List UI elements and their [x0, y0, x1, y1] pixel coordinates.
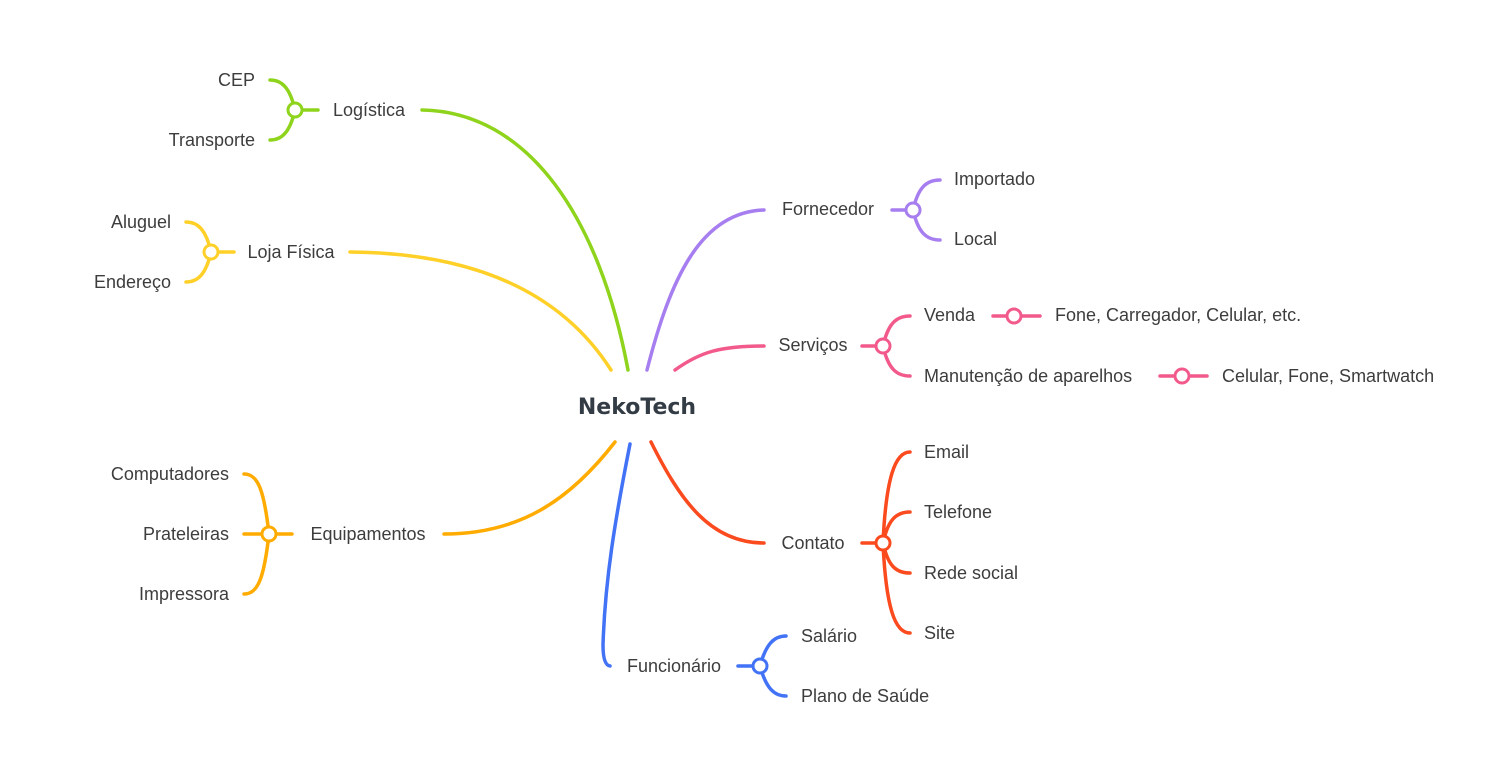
servicos-knot[interactable] [874, 337, 892, 355]
contato-knot[interactable] [874, 534, 892, 552]
branch-funcionario: Funcionário Salário Plano de Saúde [627, 626, 929, 706]
root-topic[interactable]: NekoTech [578, 395, 696, 420]
topic-aluguel[interactable]: Aluguel [111, 212, 171, 232]
topic-loja-fisica[interactable]: Loja Física [247, 242, 335, 262]
topic-site[interactable]: Site [924, 623, 955, 643]
topic-cep[interactable]: CEP [218, 70, 255, 90]
connector-funcionario [601, 442, 632, 668]
topic-endereco[interactable]: Endereço [94, 272, 171, 292]
branch-loja-fisica: Loja Física Aluguel Endereço [94, 212, 336, 292]
topic-funcionario[interactable]: Funcionário [627, 656, 721, 676]
connector-equipamentos [442, 440, 617, 536]
connector-loja-fisica [348, 250, 613, 372]
topic-transporte[interactable]: Transporte [169, 130, 255, 150]
venda-knot[interactable] [1005, 307, 1023, 325]
topic-plano-de-saude[interactable]: Plano de Saúde [801, 686, 929, 706]
topic-manutencao[interactable]: Manutenção de aparelhos [924, 366, 1132, 386]
loja-knot[interactable] [202, 243, 220, 261]
topic-importado[interactable]: Importado [954, 169, 1035, 189]
topic-rede-social[interactable]: Rede social [924, 563, 1018, 583]
topic-venda[interactable]: Venda [924, 305, 976, 325]
manutencao-knot[interactable] [1173, 367, 1191, 385]
topic-fornecedor[interactable]: Fornecedor [782, 199, 874, 219]
connector-logistica [420, 108, 630, 372]
branch-contato: Contato Email Telefone Rede social Site [781, 442, 1018, 643]
fornecedor-knot[interactable] [904, 201, 922, 219]
topic-equipamentos[interactable]: Equipamentos [310, 524, 425, 544]
topic-email[interactable]: Email [924, 442, 969, 462]
topic-computadores[interactable]: Computadores [111, 464, 229, 484]
topic-venda-detail[interactable]: Fone, Carregador, Celular, etc. [1055, 305, 1301, 325]
equipamentos-knot[interactable] [260, 525, 278, 543]
connector-equipamentos-children [242, 472, 294, 596]
topic-servicos[interactable]: Serviços [778, 335, 847, 355]
connector-contato-children [860, 450, 912, 635]
topic-manutencao-detail[interactable]: Celular, Fone, Smartwatch [1222, 366, 1434, 386]
topic-prateleiras[interactable]: Prateleiras [143, 524, 229, 544]
funcionario-knot[interactable] [751, 657, 769, 675]
branch-fornecedor: Fornecedor Importado Local [782, 169, 1035, 249]
logistica-knot[interactable] [286, 101, 304, 119]
connector-contato [649, 440, 766, 545]
topic-logistica[interactable]: Logística [333, 100, 406, 120]
topic-telefone[interactable]: Telefone [924, 502, 992, 522]
topic-contato[interactable]: Contato [781, 533, 844, 553]
connector-fornecedor [645, 208, 766, 372]
branch-equipamentos: Equipamentos Computadores Prateleiras Im… [111, 464, 426, 604]
topic-salario[interactable]: Salário [801, 626, 857, 646]
branch-servicos: Serviços Venda Fone, Carregador, Celular… [778, 305, 1434, 386]
connector-servicos [673, 344, 766, 372]
topic-impressora[interactable]: Impressora [139, 584, 230, 604]
topic-local[interactable]: Local [954, 229, 997, 249]
branch-logistica: Logística CEP Transporte [169, 70, 406, 150]
